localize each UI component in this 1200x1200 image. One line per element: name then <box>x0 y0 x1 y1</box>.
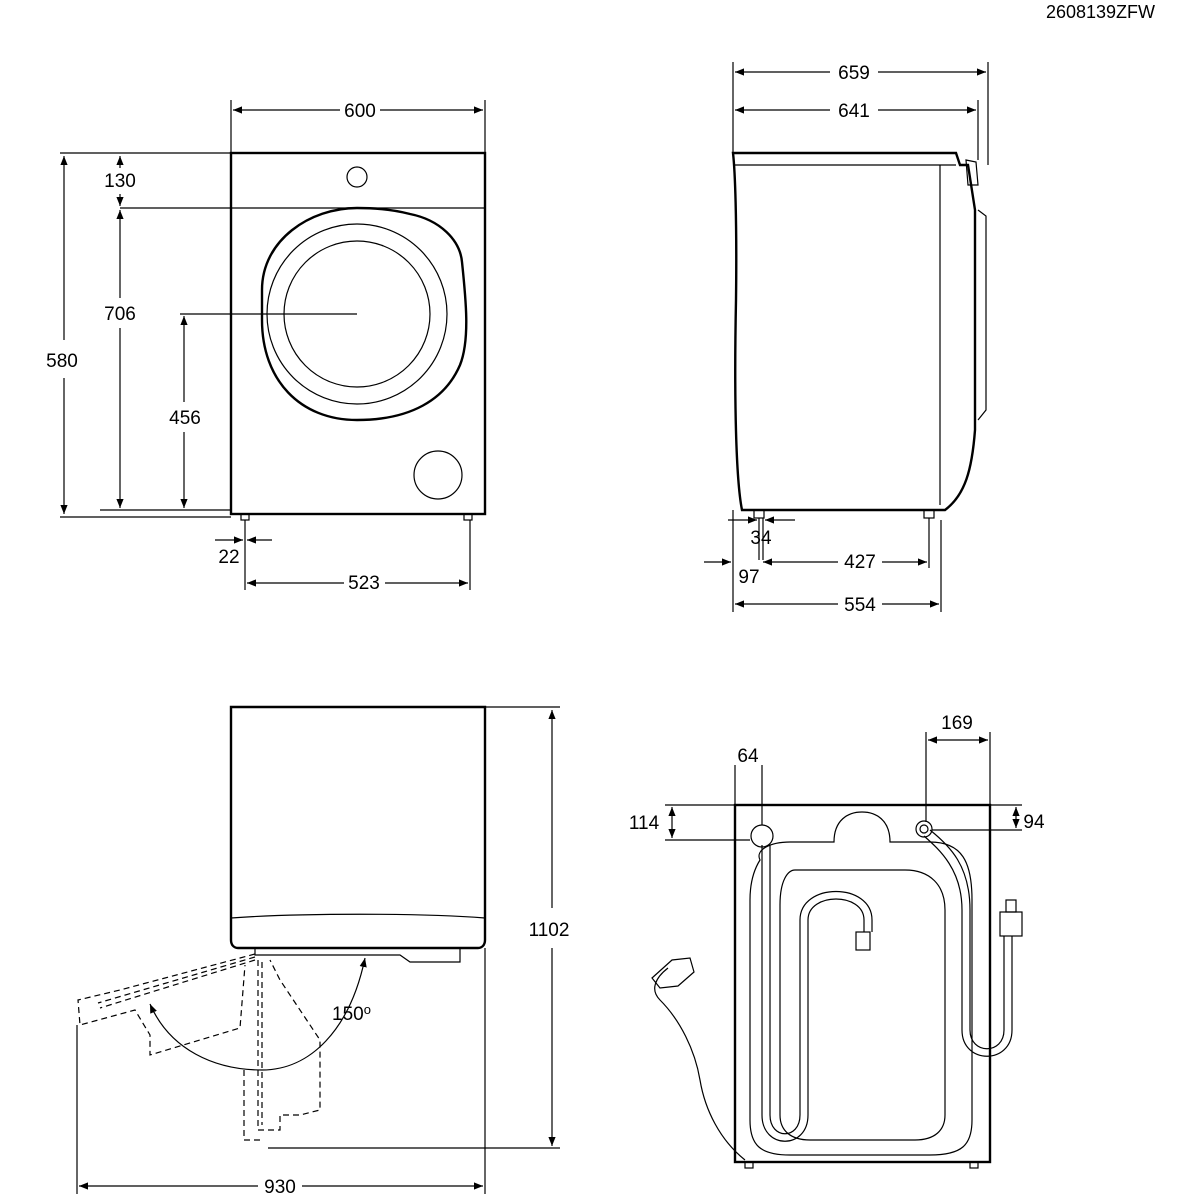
front-foot-offset-label: 34 <box>750 528 772 549</box>
inlet-hose <box>923 835 1013 1057</box>
rear-view: 64 169 114 94 <box>629 713 1045 1169</box>
power-plug <box>651 957 695 989</box>
rear-foot-left <box>744 1161 754 1169</box>
inlet-offset-right-label: 169 <box>941 713 973 734</box>
top-front-curve <box>230 913 486 919</box>
top-cabinet <box>229 705 487 950</box>
drawing-code: 2608139ZFW <box>1046 2 1155 22</box>
rear-foot-right <box>969 1161 979 1169</box>
foot-spacing-label: 523 <box>348 573 380 594</box>
door-center-height-label: 706 <box>104 304 136 325</box>
water-inlet <box>915 820 933 838</box>
drain-hose-outlet <box>750 824 774 848</box>
power-cord <box>654 967 746 1161</box>
opening-angle-label: 150o <box>332 1002 371 1025</box>
total-height-label: 580 <box>46 351 78 372</box>
front-view: 600 580 130 706 456 22 523 <box>46 100 487 594</box>
foot-offset-label: 22 <box>218 547 239 568</box>
top-panel-height-label: 130 <box>104 171 136 192</box>
door-open-outline-2 <box>257 959 321 1131</box>
hose-offset-left-label: 64 <box>737 746 759 767</box>
door-opening-view: 150o 1102 930 <box>76 705 570 1198</box>
rear-recess <box>749 811 973 1156</box>
total-depth-open-label: 1102 <box>529 920 570 941</box>
front-cabinet <box>229 151 487 516</box>
opening-angle-arc <box>149 957 367 1071</box>
side-door-profile <box>977 209 987 421</box>
inlet-height-right-label: 94 <box>1023 812 1045 833</box>
hose-height-left-label: 114 <box>629 813 660 834</box>
body-depth-label: 554 <box>844 595 876 616</box>
side-knob <box>965 159 979 186</box>
door-outer <box>260 206 468 422</box>
filter-cover <box>413 450 463 500</box>
program-knob <box>346 166 368 188</box>
rear-inner-panel <box>779 869 946 1141</box>
drain-hose <box>761 845 865 1142</box>
drain-hose-end <box>855 931 871 951</box>
door-height-label: 456 <box>169 408 201 429</box>
front-width-label: 600 <box>344 101 376 122</box>
rear-overhang-label: 97 <box>738 567 759 588</box>
front-foot-right <box>463 513 473 521</box>
inlet-connector <box>999 911 1023 937</box>
side-body <box>731 151 977 512</box>
door-hinge-block <box>254 947 461 963</box>
side-view: 659 641 34 97 427 554 <box>704 62 989 616</box>
overall-depth-label: 659 <box>838 63 870 84</box>
side-foot-spacing-label: 427 <box>844 552 876 573</box>
depth-with-door-label: 641 <box>838 101 870 122</box>
total-width-open-label: 930 <box>264 1177 296 1198</box>
door-open-outline <box>77 953 256 1056</box>
rear-panel <box>733 803 992 1164</box>
